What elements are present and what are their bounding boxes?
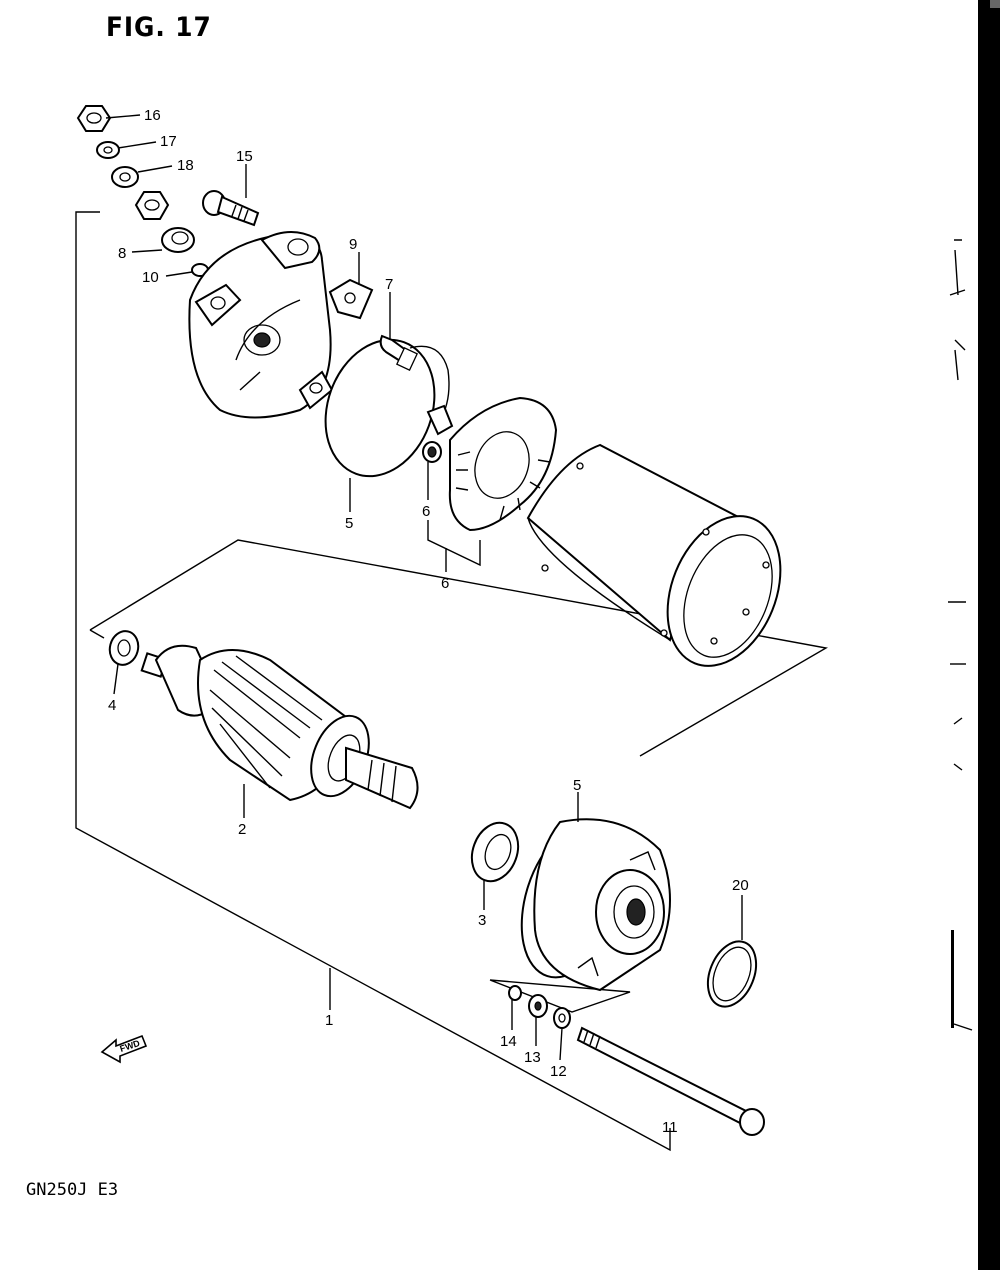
assembly-bracket-line bbox=[75, 211, 671, 1152]
terminal-bolt-8 bbox=[379, 334, 450, 421]
rear-end-housing bbox=[188, 231, 334, 419]
fwd-arrow-icon: FWD bbox=[100, 1034, 148, 1064]
nut-17 bbox=[76, 105, 112, 132]
washer-19 bbox=[111, 166, 139, 188]
callout-3: 3 bbox=[478, 912, 486, 929]
callout-4: 4 bbox=[108, 697, 116, 714]
insulator-9 bbox=[161, 227, 195, 253]
callout-7: 6 bbox=[422, 503, 430, 520]
callout-1: 1 bbox=[325, 1012, 333, 1029]
scan-artifacts bbox=[948, 239, 973, 1031]
washer-13 bbox=[553, 1007, 571, 1029]
leader-lines bbox=[105, 114, 743, 1061]
frame-tick bbox=[89, 629, 105, 639]
through-bolt-12 bbox=[576, 1026, 765, 1136]
callout-18: 17 bbox=[160, 133, 177, 150]
figure-title: FIG. 17 bbox=[106, 12, 212, 43]
o-ring-5-upper bbox=[324, 338, 436, 478]
washer-4 bbox=[108, 630, 140, 666]
brush-7 bbox=[422, 404, 454, 463]
callout-14: 13 bbox=[524, 1049, 541, 1066]
callout-8: 7 bbox=[385, 276, 393, 293]
yoke-housing bbox=[526, 443, 782, 667]
brush-plate-6 bbox=[448, 396, 558, 532]
callout-5-upper: 5 bbox=[345, 515, 353, 532]
scan-edge-bar bbox=[978, 0, 1000, 1270]
armature-2 bbox=[140, 644, 419, 810]
callout-16: 15 bbox=[236, 148, 253, 165]
callout-12: 11 bbox=[662, 1119, 678, 1136]
armature-group-frame bbox=[89, 539, 828, 757]
brush-clip-10 bbox=[328, 278, 374, 320]
callout-5-lower: 5 bbox=[573, 777, 581, 794]
o-ring-20-inner bbox=[712, 946, 752, 1002]
callout-2: 2 bbox=[238, 821, 246, 838]
callout-15: 14 bbox=[500, 1033, 517, 1050]
terminal-nut bbox=[134, 191, 170, 220]
lock-washer-18 bbox=[96, 141, 120, 159]
callout-13: 12 bbox=[550, 1063, 567, 1080]
washer-group-frame bbox=[489, 979, 631, 1013]
washer-15 bbox=[508, 985, 522, 1001]
model-code: GN250J E3 bbox=[26, 1180, 119, 1200]
washer-14 bbox=[528, 994, 548, 1018]
front-end-housing bbox=[520, 818, 671, 992]
callout-17: 16 bbox=[144, 107, 161, 124]
callout-10: 9 bbox=[349, 236, 357, 253]
callout-19: 18 bbox=[177, 157, 194, 174]
callout-9: 8 bbox=[118, 245, 126, 262]
oil-seal-3 bbox=[470, 821, 520, 883]
bolt-16 bbox=[202, 190, 260, 227]
scan-corner-mark bbox=[990, 0, 1000, 8]
callout-6: 6 bbox=[441, 575, 449, 592]
callout-11: 10 bbox=[142, 269, 159, 286]
callout-20: 20 bbox=[732, 877, 749, 894]
